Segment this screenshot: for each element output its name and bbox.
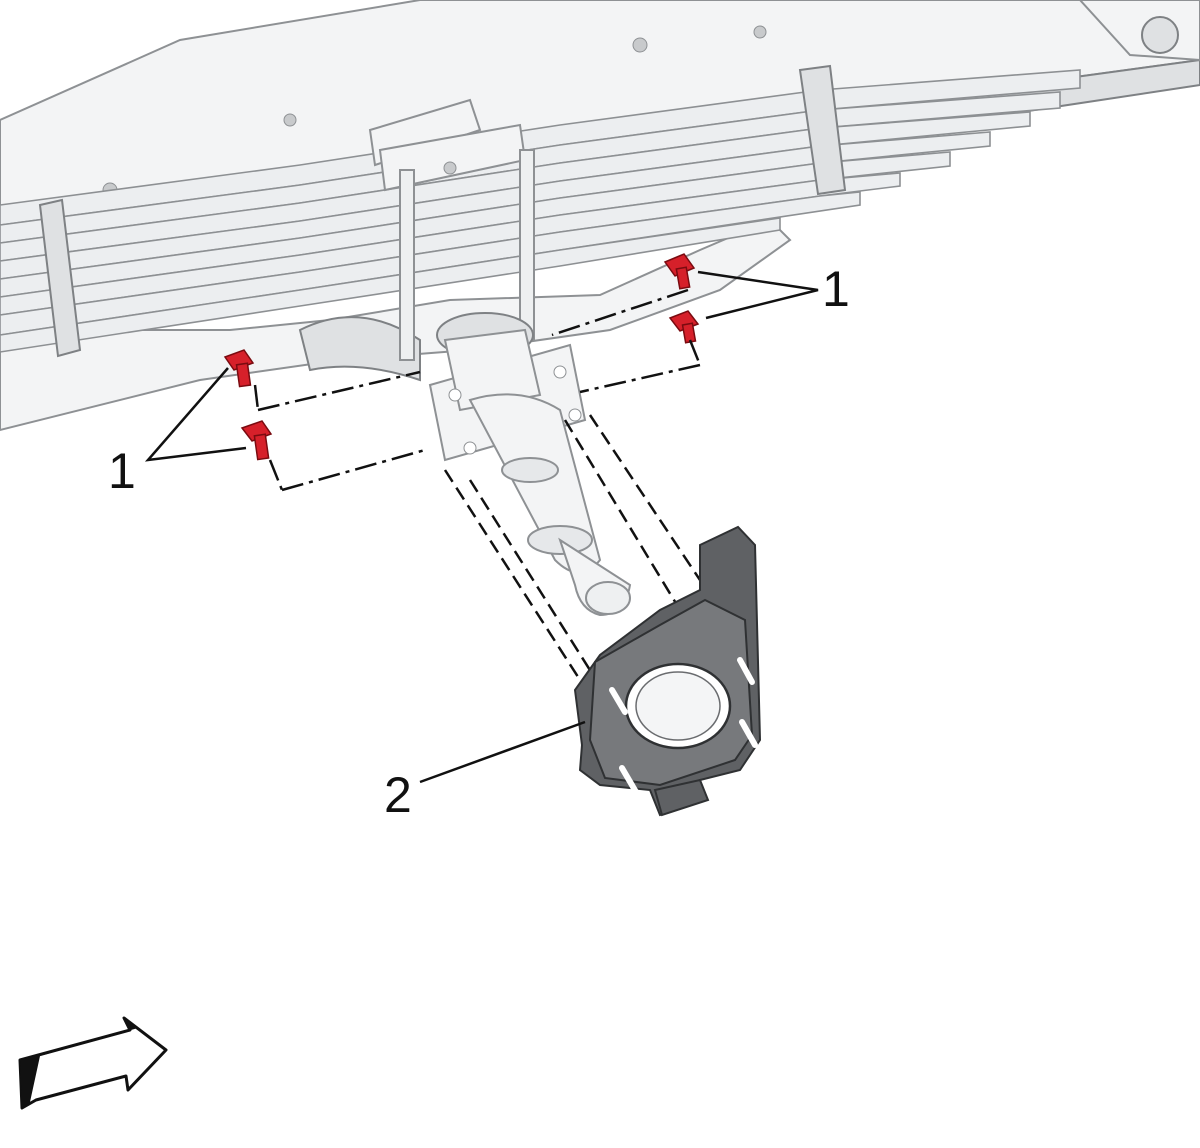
brake-bracket xyxy=(573,525,762,817)
callout-bolts-upper-right: 1 xyxy=(822,261,850,317)
forward-arrow-icon xyxy=(18,1016,168,1110)
bolt-lower-left-a xyxy=(223,349,255,388)
axle-housing xyxy=(0,218,792,432)
bracket-alignment-lines xyxy=(443,414,702,706)
bolt-fastener-group xyxy=(223,253,700,461)
bolt-upper-right-b xyxy=(668,310,700,344)
bolt-alignment-lines xyxy=(253,288,702,492)
bolt-lower-left-b xyxy=(240,420,273,461)
bolt-upper-right-a xyxy=(663,253,696,290)
u-bolts xyxy=(368,98,535,361)
callout-bracket: 2 xyxy=(384,767,412,823)
callout-bolts-lower-left: 1 xyxy=(108,443,136,499)
leader-lines xyxy=(144,270,819,784)
axle-spindle xyxy=(428,312,632,617)
